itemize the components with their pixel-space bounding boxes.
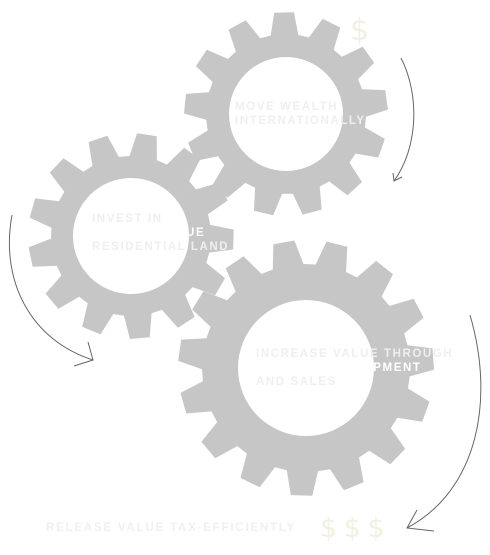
gear-label-line: INTERNATIONALLY bbox=[235, 115, 366, 127]
curved-arrow-icon bbox=[392, 172, 403, 182]
gear-label-move-wealth: MOVE WEALTH INTERNATIONALLY bbox=[235, 100, 366, 128]
dollar-icon: $ $ $ bbox=[320, 513, 385, 544]
gear-label-line: INVEST IN bbox=[92, 213, 163, 225]
curved-arrow-icon bbox=[406, 509, 435, 532]
gear-label-line: RESIDENTIAL LAND bbox=[92, 241, 230, 253]
gear-label-invest: INVEST IN HIGHEST VALUE RESIDENTIAL LAND bbox=[92, 212, 229, 254]
curved-arrow-icon bbox=[73, 341, 94, 367]
gear-label-line: EXPERT DEVELOPMENT bbox=[256, 362, 422, 374]
gear-icon bbox=[28, 133, 234, 339]
curved-arrow-icon bbox=[8, 214, 94, 361]
curved-arrow-icon bbox=[406, 314, 482, 529]
release-label: RELEASE VALUE TAX-EFFICIENTLY bbox=[46, 522, 296, 534]
gear-icon bbox=[178, 240, 434, 496]
gear-label-line: MOVE WEALTH bbox=[235, 101, 338, 113]
dollar-icon: $ bbox=[350, 13, 370, 48]
gear-label-line: HIGHEST VALUE bbox=[92, 227, 206, 239]
curved-arrow-icon bbox=[393, 57, 415, 182]
gear-icon bbox=[184, 12, 388, 216]
gear-label-line: AND SALES bbox=[256, 376, 337, 388]
release-text: RELEASE VALUE TAX-EFFICIENTLY bbox=[46, 522, 297, 534]
gear-label-line: INCREASE VALUE THROUGH bbox=[256, 348, 454, 360]
gear-label-increase: INCREASE VALUE THROUGH EXPERT DEVELOPMEN… bbox=[256, 347, 453, 389]
